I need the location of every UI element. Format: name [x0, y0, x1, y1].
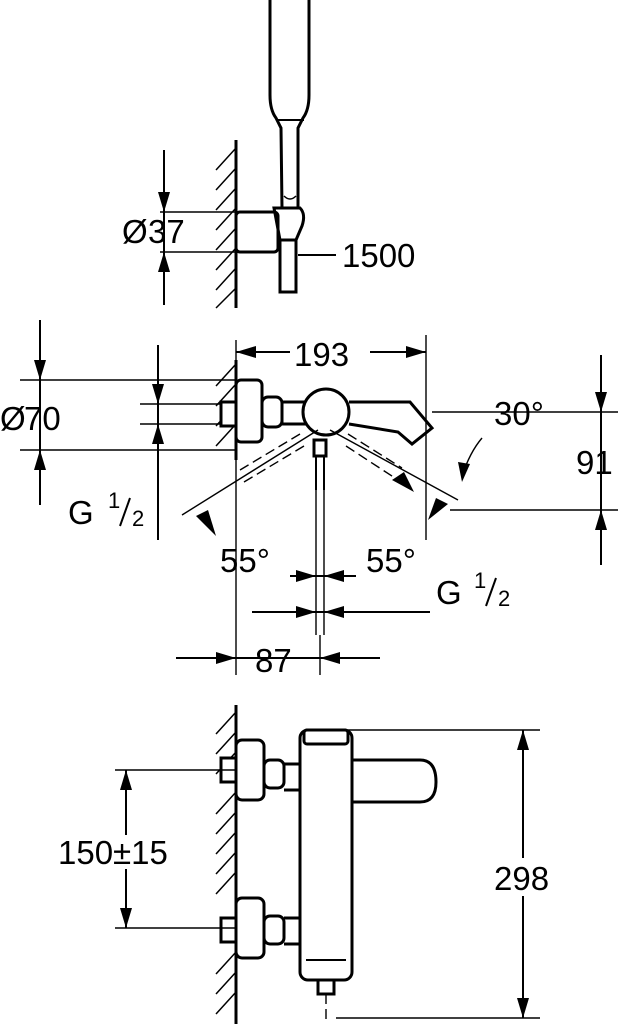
inlet-thread-right-num: 1	[474, 568, 486, 593]
escutcheon-diameter-label: 70	[24, 400, 61, 437]
elevation-view: 150±15 298	[56, 705, 566, 1024]
wall-hatch-top	[215, 140, 238, 309]
inlet-thread-left-base: G	[68, 494, 94, 531]
hand-shower-diameter-label: 37	[148, 213, 185, 250]
centres-label: 150±15	[58, 834, 168, 871]
projection-label: 193	[294, 336, 349, 373]
shower-hose	[278, 238, 298, 294]
overall-height-label: 298	[494, 860, 549, 897]
lower-escutcheon	[234, 896, 266, 960]
inlet-thread-left-num: 1	[108, 488, 120, 513]
elevation-spout	[352, 758, 438, 804]
inlet-thread-right-base: G	[436, 574, 462, 611]
upper-escutcheon	[234, 738, 266, 802]
spout-height-label: 91	[576, 444, 613, 481]
angle-left-label: 55°	[220, 542, 270, 579]
spout-angle-label: 30°	[494, 395, 544, 432]
inlet-thread-left-den: 2	[132, 506, 144, 531]
mixer-body-top	[301, 387, 351, 437]
escutcheon-diameter-symbol: Ø	[0, 400, 26, 437]
hose-length-label: 1500	[342, 237, 415, 274]
wall-to-axis-label: 87	[255, 642, 292, 679]
shower-holder	[234, 210, 280, 254]
hand-shower	[268, 0, 311, 210]
spout	[348, 400, 435, 446]
escutcheon	[234, 378, 264, 444]
hand-shower-view: Ø 37 1500	[122, 0, 415, 309]
plan-view: 193 Ø 70 G 1 2 30° 91 55° 55°	[0, 320, 618, 679]
angle-right-label: 55°	[366, 542, 416, 579]
inlet-thread-right-den: 2	[498, 586, 510, 611]
mixer-body	[298, 728, 354, 982]
wall-hatch-bottom	[215, 705, 238, 1024]
hand-shower-diameter-symbol: Ø	[122, 213, 148, 250]
